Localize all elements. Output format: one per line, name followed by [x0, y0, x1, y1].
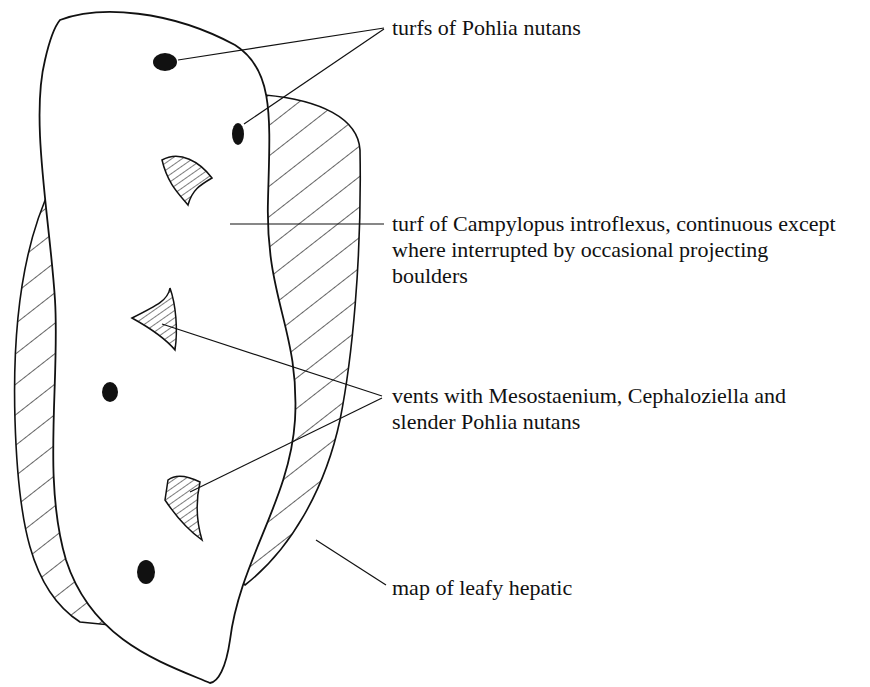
callout-label: turfs of Pohlia nutans [392, 15, 852, 41]
pohlia-turf [153, 53, 177, 71]
callout-label: vents with Mesostaenium, Cephaloziella a… [392, 383, 792, 435]
campylopus-turf [40, 12, 296, 683]
pohlia-turf [102, 382, 118, 402]
callout-label: turf of Campylopus introflexus, continuo… [392, 211, 842, 289]
leader-line [316, 540, 386, 585]
vent [165, 476, 202, 540]
leader-line [178, 28, 384, 60]
leader-line [244, 29, 384, 124]
vent [162, 156, 212, 205]
leader-line [190, 398, 382, 492]
leader-line [230, 223, 384, 224]
pohlia-turf [232, 123, 244, 145]
leader-line [162, 324, 382, 396]
callout-label: map of leafy hepatic [392, 575, 792, 601]
pohlia-turf [137, 560, 155, 584]
vent [132, 288, 176, 350]
